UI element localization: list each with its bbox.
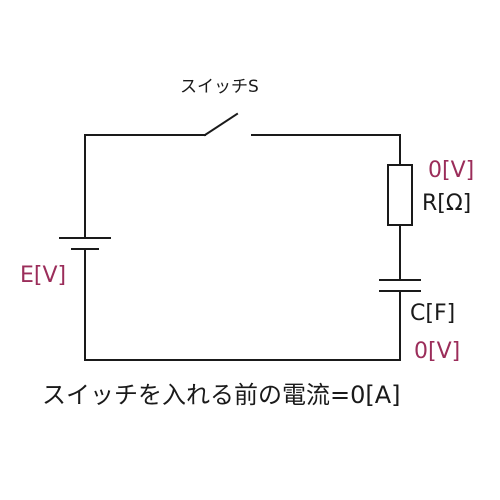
capacitor-label: C[F] — [410, 301, 455, 326]
resistor — [387, 164, 413, 226]
capacitor-voltage-label: 0[V] — [414, 339, 460, 364]
battery-label: E[V] — [20, 263, 66, 288]
switch-blade — [203, 112, 239, 137]
resistor-voltage-label: 0[V] — [428, 158, 474, 183]
resistor-label: R[Ω] — [422, 191, 471, 216]
switch-label: スイッチS — [180, 77, 259, 97]
caption: スイッチを入れる前の電流=0[A] — [42, 381, 401, 409]
